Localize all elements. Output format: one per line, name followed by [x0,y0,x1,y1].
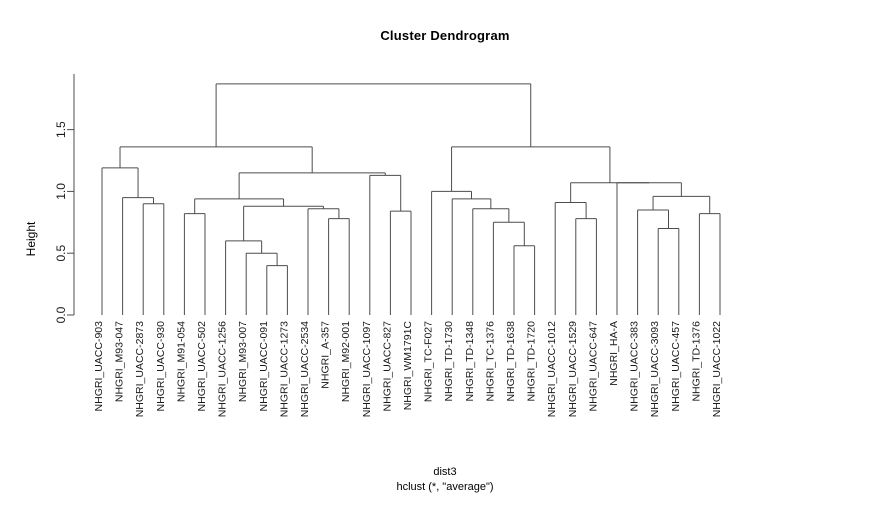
leaf-label: NHGRI_UACC-1022 [711,321,723,417]
y-axis: 0.0 0.5 1.0 1.5 [54,74,75,323]
leaf-label: NHGRI_UACC-827 [381,321,393,412]
y-axis-tick-label: 1.0 [54,183,68,200]
leaf-labels: NHGRI_UACC-903 NHGRI_M93-047 NHGRI_UACC-28… [93,321,723,418]
leaf-label: NHGRI_UACC-1097 [361,321,373,417]
leaf-label: NHGRI_M93-007 [237,321,249,402]
caption-method: hclust (*, "average") [396,481,494,493]
leaf-label: NHGRI_UACC-091 [258,321,270,412]
leaf-label: NHGRI_TD-1376 [690,321,702,402]
leaf-label: NHGRI_UACC-383 [629,321,641,412]
leaf-label: NHGRI_UACC-647 [587,321,599,412]
y-axis-tick-label: 0.5 [54,245,68,262]
leaf-label: NHGRI_UACC-903 [93,321,105,412]
leaf-label: NHGRI_UACC-1529 [567,321,579,417]
leaf-label: NHGRI_TD-1638 [505,321,517,402]
leaf-label: NHGRI_UACC-930 [155,321,167,412]
leaf-label: NHGRI_M93-047 [114,321,126,402]
leaf-label: NHGRI_HA-A [608,321,620,386]
y-axis-tick-label: 0.0 [54,306,68,323]
dendrogram-links [101,83,721,315]
y-axis-tick-label: 1.5 [54,121,68,138]
leaf-label: NHGRI_TD-1720 [526,321,538,402]
leaf-label: NHGRI_WM1791C [402,321,414,411]
leaf-label: NHGRI_UACC-2873 [134,321,146,417]
leaf-label: NHGRI_TC-F027 [423,321,435,402]
leaf-label: NHGRI_UACC-457 [670,321,682,412]
leaf-label: NHGRI_A-357 [320,321,332,389]
leaf-label: NHGRI_UACC-3093 [649,321,661,417]
leaf-label: NHGRI_M92-001 [340,321,352,402]
caption-distance: dist3 [433,466,457,478]
leaf-label: NHGRI_TD-1730 [443,321,455,402]
leaf-label: NHGRI_UACC-1256 [217,321,229,417]
page-title: Cluster Dendrogram [380,28,510,43]
leaf-label: NHGRI_UACC-2534 [299,321,311,417]
leaf-label: NHGRI_M91-054 [175,321,187,402]
leaf-label: NHGRI_TD-1348 [464,321,476,402]
leaf-label: NHGRI_UACC-1273 [278,321,290,417]
leaf-label: NHGRI_UACC-502 [196,321,208,412]
leaf-label: NHGRI_UACC-1012 [546,321,558,417]
leaf-label: NHGRI_TC-1376 [484,321,496,402]
